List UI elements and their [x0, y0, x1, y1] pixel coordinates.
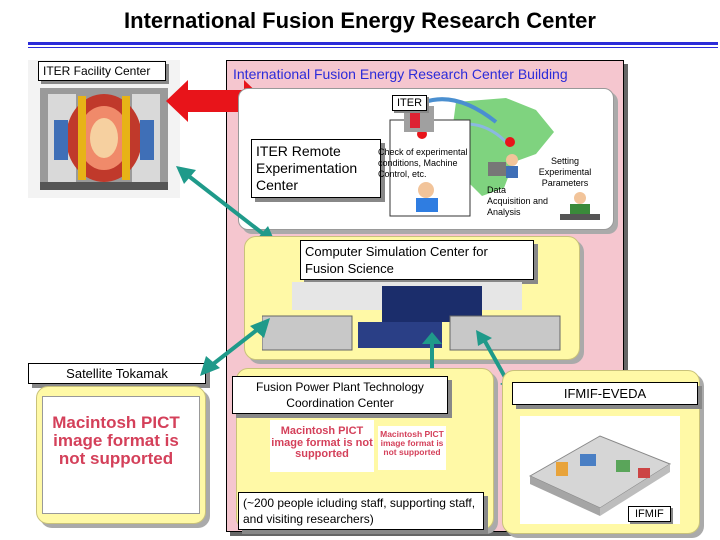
ifmif-facility-image [520, 416, 680, 524]
fusion-pict-2-text: Macintosh PICT image format is not suppo… [380, 429, 444, 457]
remote-center-label: ITER Remote Experimentation Center [251, 139, 381, 198]
ifmif-eveda-label: IFMIF-EVEDA [512, 382, 698, 405]
link-arrow-teal-1 [176, 166, 276, 244]
fusion-power-note: (~200 people icluding staff, supporting … [238, 492, 484, 530]
simulation-center-label: Computer Simulation Center for Fusion Sc… [300, 240, 534, 280]
check-conditions-text: Check of experimental conditions, Machin… [378, 147, 468, 179]
title-rule [28, 42, 718, 45]
satellite-pict-placeholder: Macintosh PICT image format is not suppo… [52, 413, 180, 468]
fusion-pict-1: Macintosh PICT image format is not suppo… [270, 420, 374, 472]
supercomputer-image [261, 282, 562, 352]
iter-facility-label: ITER Facility Center [38, 61, 166, 81]
fusion-pict-1-text: Macintosh PICT image format is not suppo… [271, 425, 373, 461]
satellite-pict-inner [42, 396, 200, 514]
data-acquisition-text: Data Acquisition and Analysis [487, 185, 549, 217]
fusion-pict-2: Macintosh PICT image format is not suppo… [378, 426, 446, 470]
ifmif-tag: IFMIF [628, 506, 671, 522]
satellite-tokamak-label: Satellite Tokamak [28, 363, 206, 384]
iter-tag: ITER [392, 95, 428, 111]
setting-parameters-text: Setting Experimental Parameters [538, 156, 592, 188]
remote-map-image [386, 92, 562, 222]
link-arrow-teal-2 [200, 318, 270, 376]
operator-icon [486, 152, 520, 182]
fusion-power-label: Fusion Power Plant Technology Coordinati… [232, 376, 448, 414]
title-rule-thin [28, 47, 718, 48]
iter-facility-image [28, 60, 180, 198]
researcher-icon [560, 190, 600, 222]
building-label: International Fusion Energy Research Cen… [233, 66, 568, 82]
page-title: International Fusion Energy Research Cen… [124, 8, 596, 33]
